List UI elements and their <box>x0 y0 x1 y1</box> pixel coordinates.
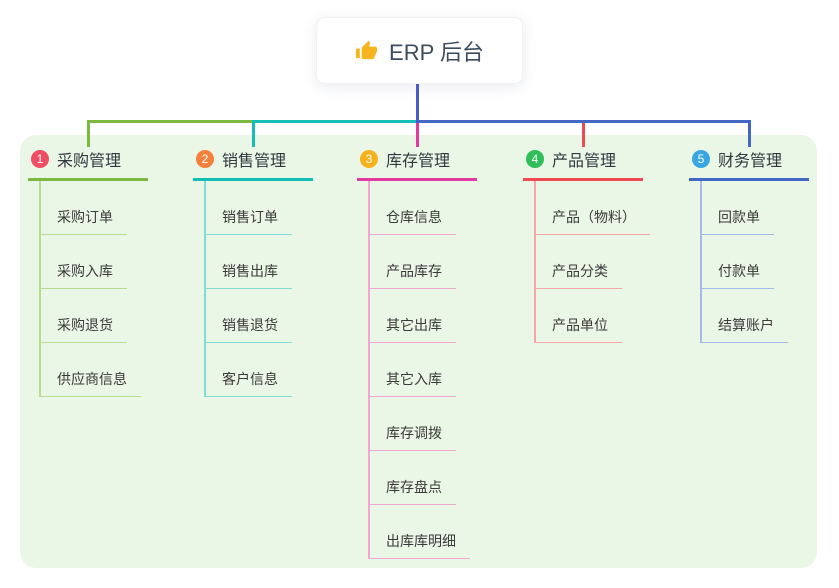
child-node[interactable]: 库存调拨 <box>357 397 517 451</box>
child-label: 其它入库 <box>368 369 456 397</box>
child-label: 付款单 <box>700 261 774 289</box>
child-label: 供应商信息 <box>39 369 141 397</box>
child-node[interactable]: 供应商信息 <box>28 343 188 397</box>
branches-panel <box>20 135 817 568</box>
child-node[interactable]: 销售出库 <box>193 235 353 289</box>
branch-child-line <box>700 181 702 343</box>
child-node[interactable]: 销售订单 <box>193 181 353 235</box>
branch-title: 库存管理 <box>386 153 451 170</box>
branch-5-drop-line <box>747 120 751 147</box>
child-label: 采购订单 <box>39 207 127 235</box>
branch-number-badge: 5 <box>692 150 710 168</box>
branch-children: 回款单付款单结算账户 <box>689 181 839 343</box>
child-node[interactable]: 付款单 <box>689 235 839 289</box>
branch-title: 销售管理 <box>222 153 287 170</box>
child-label: 销售订单 <box>204 207 292 235</box>
child-node[interactable]: 产品（物料） <box>523 181 683 235</box>
child-label: 销售出库 <box>204 261 292 289</box>
branch-财务管理: 5 财务管理 回款单付款单结算账户 <box>689 147 839 343</box>
child-node[interactable]: 回款单 <box>689 181 839 235</box>
branch-4-drop-line <box>581 120 585 147</box>
branch-child-line <box>39 181 41 397</box>
branch-title: 采购管理 <box>57 153 122 170</box>
branch-children: 产品（物料） 产品分类产品单位 <box>523 181 683 343</box>
branch-title: 财务管理 <box>718 153 783 170</box>
child-label: 产品（物料） <box>534 207 650 235</box>
branch-header[interactable]: 3 库存管理 <box>357 147 477 181</box>
branch-number-badge: 3 <box>360 150 378 168</box>
branch-header[interactable]: 5 财务管理 <box>689 147 809 181</box>
child-node[interactable]: 采购入库 <box>28 235 188 289</box>
child-label: 产品库存 <box>368 261 456 289</box>
child-node[interactable]: 采购退货 <box>28 289 188 343</box>
branch-2-horizontal-line <box>251 120 418 123</box>
child-label: 采购退货 <box>39 315 127 343</box>
branch-number-badge: 1 <box>31 150 49 168</box>
child-node[interactable]: 库存盘点 <box>357 451 517 505</box>
child-label: 出库库明细 <box>368 531 470 559</box>
branch-number-badge: 2 <box>196 150 214 168</box>
child-node[interactable]: 结算账户 <box>689 289 839 343</box>
branch-child-line <box>534 181 536 343</box>
branch-children: 采购订单采购入库采购退货供应商信息 <box>28 181 188 397</box>
root-drop-line <box>415 84 419 123</box>
branch-5-horizontal-line <box>416 120 750 123</box>
child-node[interactable]: 产品单位 <box>523 289 683 343</box>
child-node[interactable]: 其它出库 <box>357 289 517 343</box>
branch-库存管理: 3 库存管理 仓库信息产品库存其它出库其它入库库存调拨库存盘点出库库明细 <box>357 147 517 559</box>
root-node[interactable]: ERP 后台 <box>316 17 523 84</box>
root-title: ERP 后台 <box>389 39 484 65</box>
child-label: 仓库信息 <box>368 207 456 235</box>
branch-child-line <box>368 181 370 559</box>
branch-2-drop-line <box>251 120 255 147</box>
branch-header[interactable]: 1 采购管理 <box>28 147 148 181</box>
branch-采购管理: 1 采购管理 采购订单采购入库采购退货供应商信息 <box>28 147 188 397</box>
child-node[interactable]: 产品分类 <box>523 235 683 289</box>
branch-header[interactable]: 2 销售管理 <box>193 147 313 181</box>
branch-销售管理: 2 销售管理 销售订单销售出库销售退货客户信息 <box>193 147 353 397</box>
branch-3-drop-line <box>415 120 419 147</box>
branch-child-line <box>204 181 206 397</box>
thumbs-up-icon <box>355 39 378 62</box>
child-label: 采购入库 <box>39 261 127 289</box>
child-label: 其它出库 <box>368 315 456 343</box>
child-label: 结算账户 <box>700 315 788 343</box>
child-node[interactable]: 客户信息 <box>193 343 353 397</box>
child-label: 销售退货 <box>204 315 292 343</box>
branch-children: 仓库信息产品库存其它出库其它入库库存调拨库存盘点出库库明细 <box>357 181 517 559</box>
child-node[interactable]: 产品库存 <box>357 235 517 289</box>
branch-1-drop-line <box>86 120 90 147</box>
branch-title: 产品管理 <box>552 153 617 170</box>
branch-产品管理: 4 产品管理 产品（物料） 产品分类产品单位 <box>523 147 683 343</box>
child-node[interactable]: 仓库信息 <box>357 181 517 235</box>
child-node[interactable]: 其它入库 <box>357 343 517 397</box>
child-label: 库存盘点 <box>368 477 456 505</box>
branch-children: 销售订单销售出库销售退货客户信息 <box>193 181 353 397</box>
child-label: 产品分类 <box>534 261 622 289</box>
child-label: 客户信息 <box>204 369 292 397</box>
child-node[interactable]: 出库库明细 <box>357 505 517 559</box>
child-node[interactable]: 采购订单 <box>28 181 188 235</box>
child-label: 回款单 <box>700 207 774 235</box>
child-node[interactable]: 销售退货 <box>193 289 353 343</box>
branch-number-badge: 4 <box>526 150 544 168</box>
child-label: 库存调拨 <box>368 423 456 451</box>
branch-header[interactable]: 4 产品管理 <box>523 147 643 181</box>
child-label: 产品单位 <box>534 315 622 343</box>
